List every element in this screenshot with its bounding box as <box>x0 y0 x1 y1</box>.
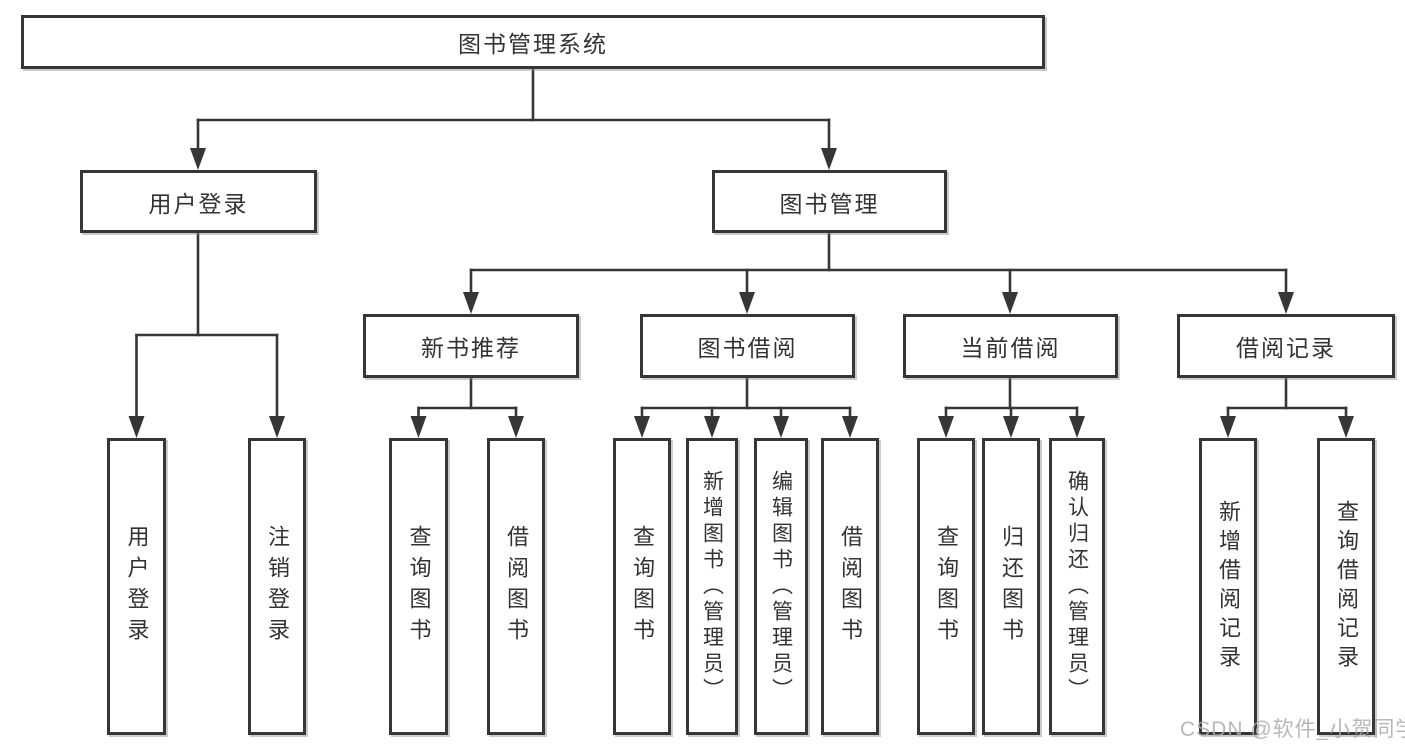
leaf-label: 确认归还（管理员） <box>1065 469 1089 704</box>
leaf-label: 查询借阅记录 <box>1334 499 1359 674</box>
node-library-management-system: 图书管理系统 <box>21 15 1045 69</box>
node-user-login: 用户登录 <box>80 170 317 233</box>
leaf-logout: 注销登录 <box>248 438 306 735</box>
leaf-query-books-current: 查询图书 <box>917 438 975 735</box>
leaf-label: 新增图书（管理员） <box>700 469 724 704</box>
node-label: 当前借阅 <box>960 335 1061 361</box>
leaf-borrow-books: 借阅图书 <box>821 438 879 735</box>
leaf-add-book-admin: 新增图书（管理员） <box>686 438 738 735</box>
leaf-label: 查询图书 <box>934 524 959 649</box>
leaf-query-borrow-record: 查询借阅记录 <box>1317 438 1375 735</box>
node-book-borrowing: 图书借阅 <box>640 314 855 378</box>
leaf-user-login: 用户登录 <box>107 438 166 735</box>
leaf-add-borrow-record: 新增借阅记录 <box>1199 438 1257 735</box>
node-label: 用户登录 <box>148 190 249 217</box>
node-label: 借阅记录 <box>1236 335 1336 361</box>
leaf-label: 查询图书 <box>630 524 655 649</box>
leaf-label: 用户登录 <box>124 524 150 649</box>
leaf-query-books-recommend: 查询图书 <box>389 438 448 735</box>
node-label: 新书推荐 <box>421 335 521 361</box>
node-label: 图书管理系统 <box>458 31 608 57</box>
leaf-return-books: 归还图书 <box>982 438 1040 735</box>
leaf-label: 借阅图书 <box>504 524 529 649</box>
node-label: 图书借阅 <box>697 335 798 361</box>
leaf-label: 编辑图书（管理员） <box>769 469 793 704</box>
node-label: 图书管理 <box>779 190 880 217</box>
leaf-label: 注销登录 <box>265 524 290 649</box>
node-book-management: 图书管理 <box>712 170 947 233</box>
leaf-label: 归还图书 <box>999 524 1024 649</box>
leaf-label: 新增借阅记录 <box>1216 499 1241 674</box>
leaf-edit-book-admin: 编辑图书（管理员） <box>754 438 808 735</box>
node-new-book-recommend: 新书推荐 <box>363 314 579 378</box>
csdn-watermark: CSDN @软件_小贺同学 <box>1180 718 1405 741</box>
leaf-borrow-books-recommend: 借阅图书 <box>487 438 545 735</box>
leaf-confirm-return-admin: 确认归还（管理员） <box>1049 438 1105 735</box>
leaf-label: 查询图书 <box>406 524 432 649</box>
leaf-label: 借阅图书 <box>838 524 863 649</box>
node-current-borrowing: 当前借阅 <box>903 314 1118 378</box>
node-borrowing-records: 借阅记录 <box>1177 314 1395 378</box>
leaf-query-books-borrowing: 查询图书 <box>613 438 671 735</box>
